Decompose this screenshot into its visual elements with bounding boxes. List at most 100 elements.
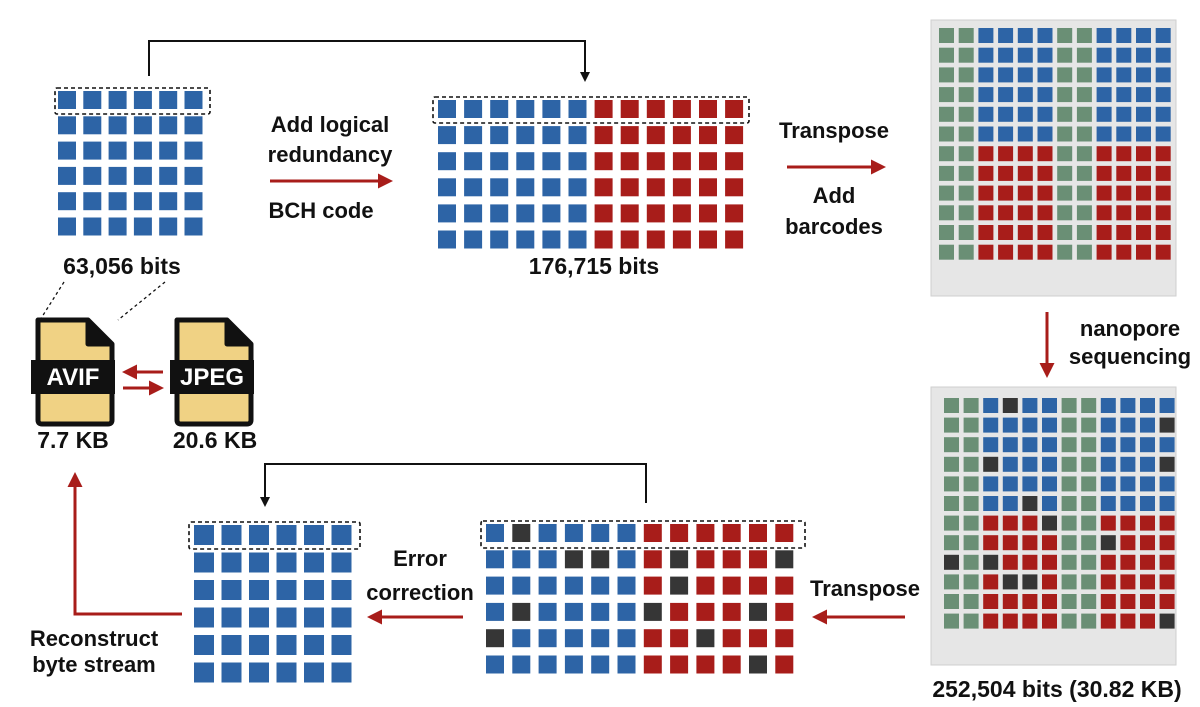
bit-cell <box>696 550 715 569</box>
bit-cell <box>1159 437 1175 453</box>
bit-cell <box>749 576 767 595</box>
bit-cell <box>1042 535 1057 551</box>
bit-cell <box>249 552 269 573</box>
bit-cell <box>696 602 715 621</box>
bit-cell <box>1159 456 1175 472</box>
bit-cell <box>749 524 767 542</box>
bit-cell <box>331 525 352 545</box>
bit-cell <box>983 398 999 413</box>
bit-cell <box>1061 515 1077 531</box>
bit-cell <box>58 166 76 185</box>
bit-cell <box>438 178 456 197</box>
bit-cell <box>568 230 587 249</box>
transpose-bottom-label: Transpose <box>809 576 921 601</box>
bit-cell <box>108 116 127 135</box>
bit-cell <box>672 204 691 223</box>
bit-cell <box>1061 456 1077 472</box>
bit-cell <box>1100 417 1116 433</box>
bit-cell <box>958 244 974 260</box>
bit-cell <box>944 456 959 472</box>
bit-cell <box>963 496 979 511</box>
bit-cell <box>722 655 741 674</box>
bit-cell <box>1076 244 1092 260</box>
bit-cell <box>643 576 662 595</box>
bit-cell <box>1155 205 1171 221</box>
bit-cell <box>1022 456 1038 472</box>
bit-cell <box>1096 126 1112 142</box>
bit-cell <box>249 580 269 600</box>
bit-cell <box>1061 476 1077 492</box>
bit-cell <box>1037 185 1053 201</box>
bit-cell <box>1076 126 1092 142</box>
bit-cell <box>594 152 613 171</box>
bit-cell <box>944 574 959 590</box>
bit-cell <box>1081 594 1097 609</box>
bit-cell <box>958 185 974 201</box>
bit-cell <box>749 629 767 648</box>
bit-cell <box>1116 28 1132 43</box>
bit-cell <box>1116 87 1132 103</box>
bit-cell <box>1081 417 1097 433</box>
bit-cell <box>725 126 744 145</box>
bit-cell <box>1081 398 1097 413</box>
bit-cell <box>1155 87 1171 103</box>
bit-cell <box>696 655 715 674</box>
bit-cell <box>978 47 994 63</box>
bit-cell <box>1037 126 1053 142</box>
bit-cell <box>184 141 203 160</box>
bit-cell <box>159 217 178 236</box>
bit-cell <box>58 116 76 135</box>
bit-cell <box>1002 496 1018 511</box>
bit-cell <box>542 204 561 223</box>
bit-cell <box>1022 535 1038 551</box>
bit-cell <box>83 217 102 236</box>
bit-cell <box>1140 437 1155 453</box>
bit-cell <box>1159 417 1175 433</box>
bit-cell <box>1057 106 1073 122</box>
bit-cell <box>1159 574 1175 590</box>
bit-cell <box>1042 476 1057 492</box>
bit-cell <box>749 550 767 569</box>
bit-cell <box>620 178 639 197</box>
bit-cell <box>998 47 1014 63</box>
bit-cell <box>221 552 242 573</box>
bit-cell <box>512 655 531 674</box>
bit-cell <box>1061 613 1077 629</box>
bit-cell <box>221 635 242 655</box>
encoded-bit-grid <box>438 100 744 249</box>
bit-cell <box>620 204 639 223</box>
bit-cell <box>542 126 561 145</box>
bit-cell <box>1096 225 1112 240</box>
bit-cell <box>133 116 152 135</box>
bit-cell <box>1057 87 1073 103</box>
bit-cell <box>1155 244 1171 260</box>
bit-cell <box>1022 437 1038 453</box>
bit-cell <box>983 476 999 492</box>
bit-cell <box>983 574 999 590</box>
bit-cell <box>1155 47 1171 63</box>
bit-cell <box>1017 28 1033 43</box>
bit-cell <box>617 602 636 621</box>
bit-cell <box>1037 225 1053 240</box>
bit-cell <box>699 204 717 223</box>
bit-cell <box>1061 417 1077 433</box>
bit-cell <box>939 225 954 240</box>
bit-cell <box>998 244 1014 260</box>
error-label: Error <box>393 546 447 571</box>
avif-file-icon: AVIF <box>31 317 115 427</box>
bit-cell <box>108 91 127 109</box>
bit-cell <box>133 166 152 185</box>
bit-cell <box>939 126 954 142</box>
bit-cell <box>1100 554 1116 570</box>
bit-cell <box>591 602 610 621</box>
bit-cell <box>564 602 583 621</box>
bit-cell <box>1002 574 1018 590</box>
bit-cell <box>1159 535 1175 551</box>
transpose-top-label: Transpose <box>778 118 890 143</box>
bit-cell <box>1100 496 1116 511</box>
bit-cell <box>159 91 178 109</box>
bit-cell <box>998 146 1014 162</box>
bit-cell <box>963 398 979 413</box>
bit-cell <box>184 217 203 236</box>
bit-cell <box>775 576 794 595</box>
